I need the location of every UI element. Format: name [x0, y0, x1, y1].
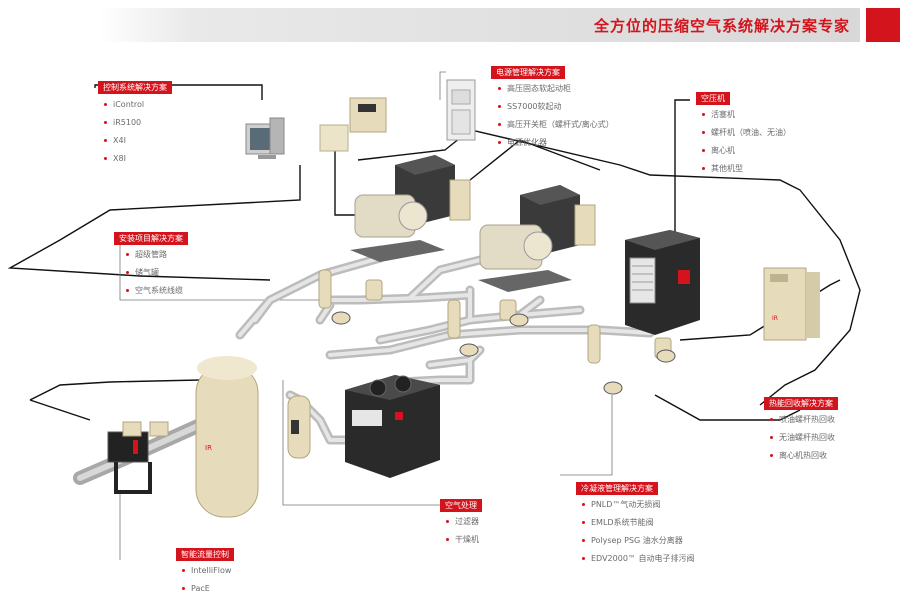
heat-recovery-label: 热能回收解决方案: [764, 397, 838, 410]
drain-valves: [331, 311, 676, 395]
flow-control-valve: [107, 421, 169, 494]
centrifugal-compressor-1: [350, 155, 471, 262]
bullet-dot-icon: [182, 569, 185, 572]
bullet-dot-icon: [446, 538, 449, 541]
list-item: 干燥机: [446, 531, 479, 549]
list-item: 喷油螺杆热回收: [770, 411, 835, 429]
power-solutions-label: 电源管理解决方案: [491, 66, 565, 79]
svg-text:IR: IR: [772, 315, 778, 322]
list-item: 空气系统线缆: [126, 282, 183, 300]
bullet-dot-icon: [702, 131, 705, 134]
list-item: 超级管路: [126, 246, 183, 264]
dryer-unit: [345, 375, 440, 478]
control-solutions-list: iControl iR5100 X4I X8I: [104, 96, 144, 168]
bullet-dot-icon: [104, 139, 107, 142]
bullet-dot-icon: [702, 167, 705, 170]
bullet-dot-icon: [582, 557, 585, 560]
air-treatment-list: 过滤器 干燥机: [446, 513, 479, 549]
svg-text:IR: IR: [205, 444, 212, 452]
list-item: SS7000软起动: [498, 98, 614, 116]
bullet-dot-icon: [498, 123, 501, 126]
banner-accent-tab: [866, 8, 900, 42]
bullet-dot-icon: [104, 157, 107, 160]
bullet-dot-icon: [582, 521, 585, 524]
bullet-dot-icon: [498, 141, 501, 144]
list-item: 高压开关柜（螺杆式/离心式）: [498, 116, 614, 134]
heat-recovery-unit: IR: [763, 267, 820, 341]
installation-solutions-list: 超级管路 储气罐 空气系统线缆: [126, 246, 183, 300]
bullet-dot-icon: [104, 103, 107, 106]
bullet-dot-icon: [104, 121, 107, 124]
air-treatment-label: 空气处理: [440, 499, 482, 512]
header-banner: 全方位的压缩空气系统解决方案专家: [100, 8, 860, 42]
bullet-dot-icon: [770, 454, 773, 457]
flow-control-label: 智能流量控制: [176, 548, 234, 561]
list-item: 活塞机: [702, 106, 791, 124]
list-item: 离心机热回收: [770, 447, 835, 465]
heat-recovery-list: 喷油螺杆热回收 无油螺杆热回收 离心机热回收: [770, 411, 835, 465]
bullet-dot-icon: [126, 289, 129, 292]
bullet-dot-icon: [582, 503, 585, 506]
computer-monitor-icon: [245, 117, 285, 159]
list-item: EDV2000™ 自动电子排污阀: [582, 550, 694, 568]
list-item: IntelliFlow: [182, 562, 231, 580]
compressor-list: 活塞机 螺杆机（喷油、无油） 离心机 其他机型: [702, 106, 791, 178]
callout-leaders: [119, 71, 613, 560]
bullet-dot-icon: [702, 149, 705, 152]
list-item: PNLD™气动无损阀: [582, 496, 694, 514]
bullet-dot-icon: [126, 271, 129, 274]
compressor-label: 空压机: [696, 92, 730, 105]
bullet-dot-icon: [702, 113, 705, 116]
list-item: EMLD系统节能阀: [582, 514, 694, 532]
bullet-dot-icon: [498, 87, 501, 90]
list-item: 过滤器: [446, 513, 479, 531]
list-item: 离心机: [702, 142, 791, 160]
list-item: X4I: [104, 132, 144, 150]
power-cabinet: [446, 79, 476, 141]
list-item: 储气罐: [126, 264, 183, 282]
installation-solutions-label: 安装项目解决方案: [114, 232, 188, 245]
control-solutions-label: 控制系统解决方案: [98, 81, 172, 94]
centrifugal-compressor-2: [478, 185, 596, 292]
flow-control-list: IntelliFlow PacE: [182, 562, 231, 598]
condensate-solutions-list: PNLD™气动无损阀 EMLD系统节能阀 Polysep PSG 油水分离器 E…: [582, 496, 694, 568]
list-item: Polysep PSG 油水分离器: [582, 532, 694, 550]
control-wiring: [7, 84, 861, 421]
list-item: iR5100: [104, 114, 144, 132]
screw-compressor: [625, 230, 700, 335]
banner-title: 全方位的压缩空气系统解决方案专家: [593, 17, 850, 35]
list-item: 高压固态软起动柜: [498, 80, 614, 98]
list-item: X8I: [104, 150, 144, 168]
list-item: 其他机型: [702, 160, 791, 178]
list-item: PacE: [182, 580, 231, 598]
bullet-dot-icon: [446, 520, 449, 523]
controller-panel: [349, 97, 387, 133]
power-solutions-list: 高压固态软起动柜 SS7000软起动 高压开关柜（螺杆式/离心式） 电源优化器: [498, 80, 614, 152]
bullet-dot-icon: [182, 587, 185, 590]
list-item: 无油螺杆热回收: [770, 429, 835, 447]
bullet-dot-icon: [770, 418, 773, 421]
controller-box: [319, 124, 349, 152]
filter-vessel: [287, 395, 311, 459]
bullet-dot-icon: [770, 436, 773, 439]
list-item: 螺杆机（喷油、无油）: [702, 124, 791, 142]
bullet-dot-icon: [582, 539, 585, 542]
condensate-solutions-label: 冷凝液管理解决方案: [576, 482, 658, 495]
inline-filters: [318, 269, 672, 364]
bullet-dot-icon: [498, 105, 501, 108]
list-item: 电源优化器: [498, 134, 614, 152]
list-item: iControl: [104, 96, 144, 114]
air-receiver-tank: IR: [195, 356, 259, 518]
bullet-dot-icon: [126, 253, 129, 256]
